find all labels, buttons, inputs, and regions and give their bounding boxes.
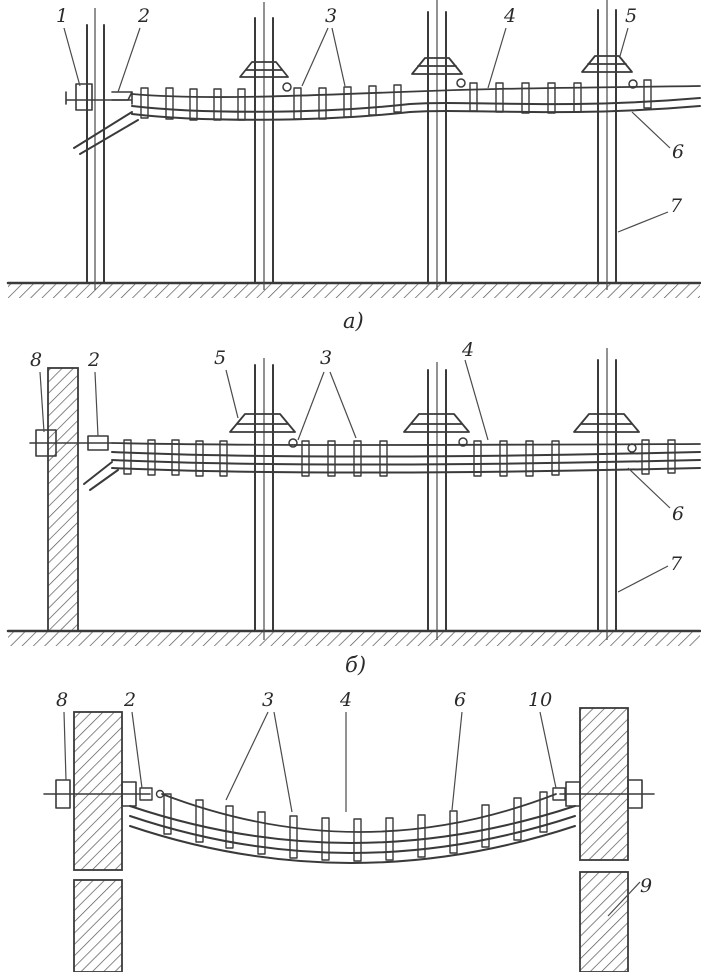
label-1: 1	[56, 5, 68, 27]
label-6: 6	[454, 689, 466, 711]
label-3: 3	[325, 5, 337, 27]
column	[86, 8, 105, 290]
label-3: 3	[262, 689, 274, 711]
panel-a: 1 2 3 4 5 6 7 a)	[6, 0, 701, 333]
caption-b: б)	[345, 653, 366, 677]
ground-b	[6, 629, 701, 646]
label-10: 10	[528, 689, 552, 711]
cable-bundle-c	[129, 793, 576, 864]
wall-right-c	[579, 707, 629, 972]
label-9: 9	[640, 875, 652, 897]
label-3: 3	[320, 347, 332, 369]
column	[597, 0, 617, 290]
column	[254, 358, 274, 640]
brackets-a	[239, 55, 638, 92]
label-6: 6	[672, 141, 684, 163]
label-2: 2	[137, 5, 150, 27]
panel-c: 8 2 3 4 6 10 9	[43, 689, 655, 972]
clamps-b	[123, 439, 676, 477]
panel-b: 8 2 5 3 4 6 7 б)	[6, 339, 701, 677]
wall-left-c	[73, 711, 123, 972]
columns-a	[86, 0, 617, 290]
anchor-a	[65, 83, 133, 111]
label-7: 7	[670, 553, 683, 575]
caption-a: a)	[343, 309, 364, 333]
wall-b	[47, 367, 79, 632]
label-2: 2	[87, 349, 100, 371]
label-5: 5	[625, 5, 637, 27]
cable-bundle-a	[73, 85, 701, 155]
leaders-c	[63, 711, 641, 917]
clamps-c	[163, 791, 548, 862]
label-4: 4	[503, 5, 516, 27]
bolts-c	[43, 779, 655, 809]
column	[254, 2, 274, 290]
label-6: 6	[672, 503, 684, 525]
column	[427, 0, 447, 290]
brackets-b	[229, 413, 640, 453]
cable-bundle-b	[83, 442, 701, 491]
label-8: 8	[56, 689, 68, 711]
label-4: 4	[461, 339, 474, 361]
label-4: 4	[339, 689, 352, 711]
label-8: 8	[30, 349, 42, 371]
anchor-b	[29, 429, 113, 457]
label-7: 7	[670, 195, 683, 217]
leaders-a	[63, 27, 671, 233]
column	[597, 348, 617, 640]
column	[427, 362, 447, 640]
columns-b	[254, 348, 617, 640]
ground-a	[6, 281, 701, 298]
leaders-b	[39, 359, 671, 593]
clamps-a	[140, 79, 652, 121]
label-2: 2	[123, 689, 136, 711]
label-5: 5	[214, 347, 226, 369]
